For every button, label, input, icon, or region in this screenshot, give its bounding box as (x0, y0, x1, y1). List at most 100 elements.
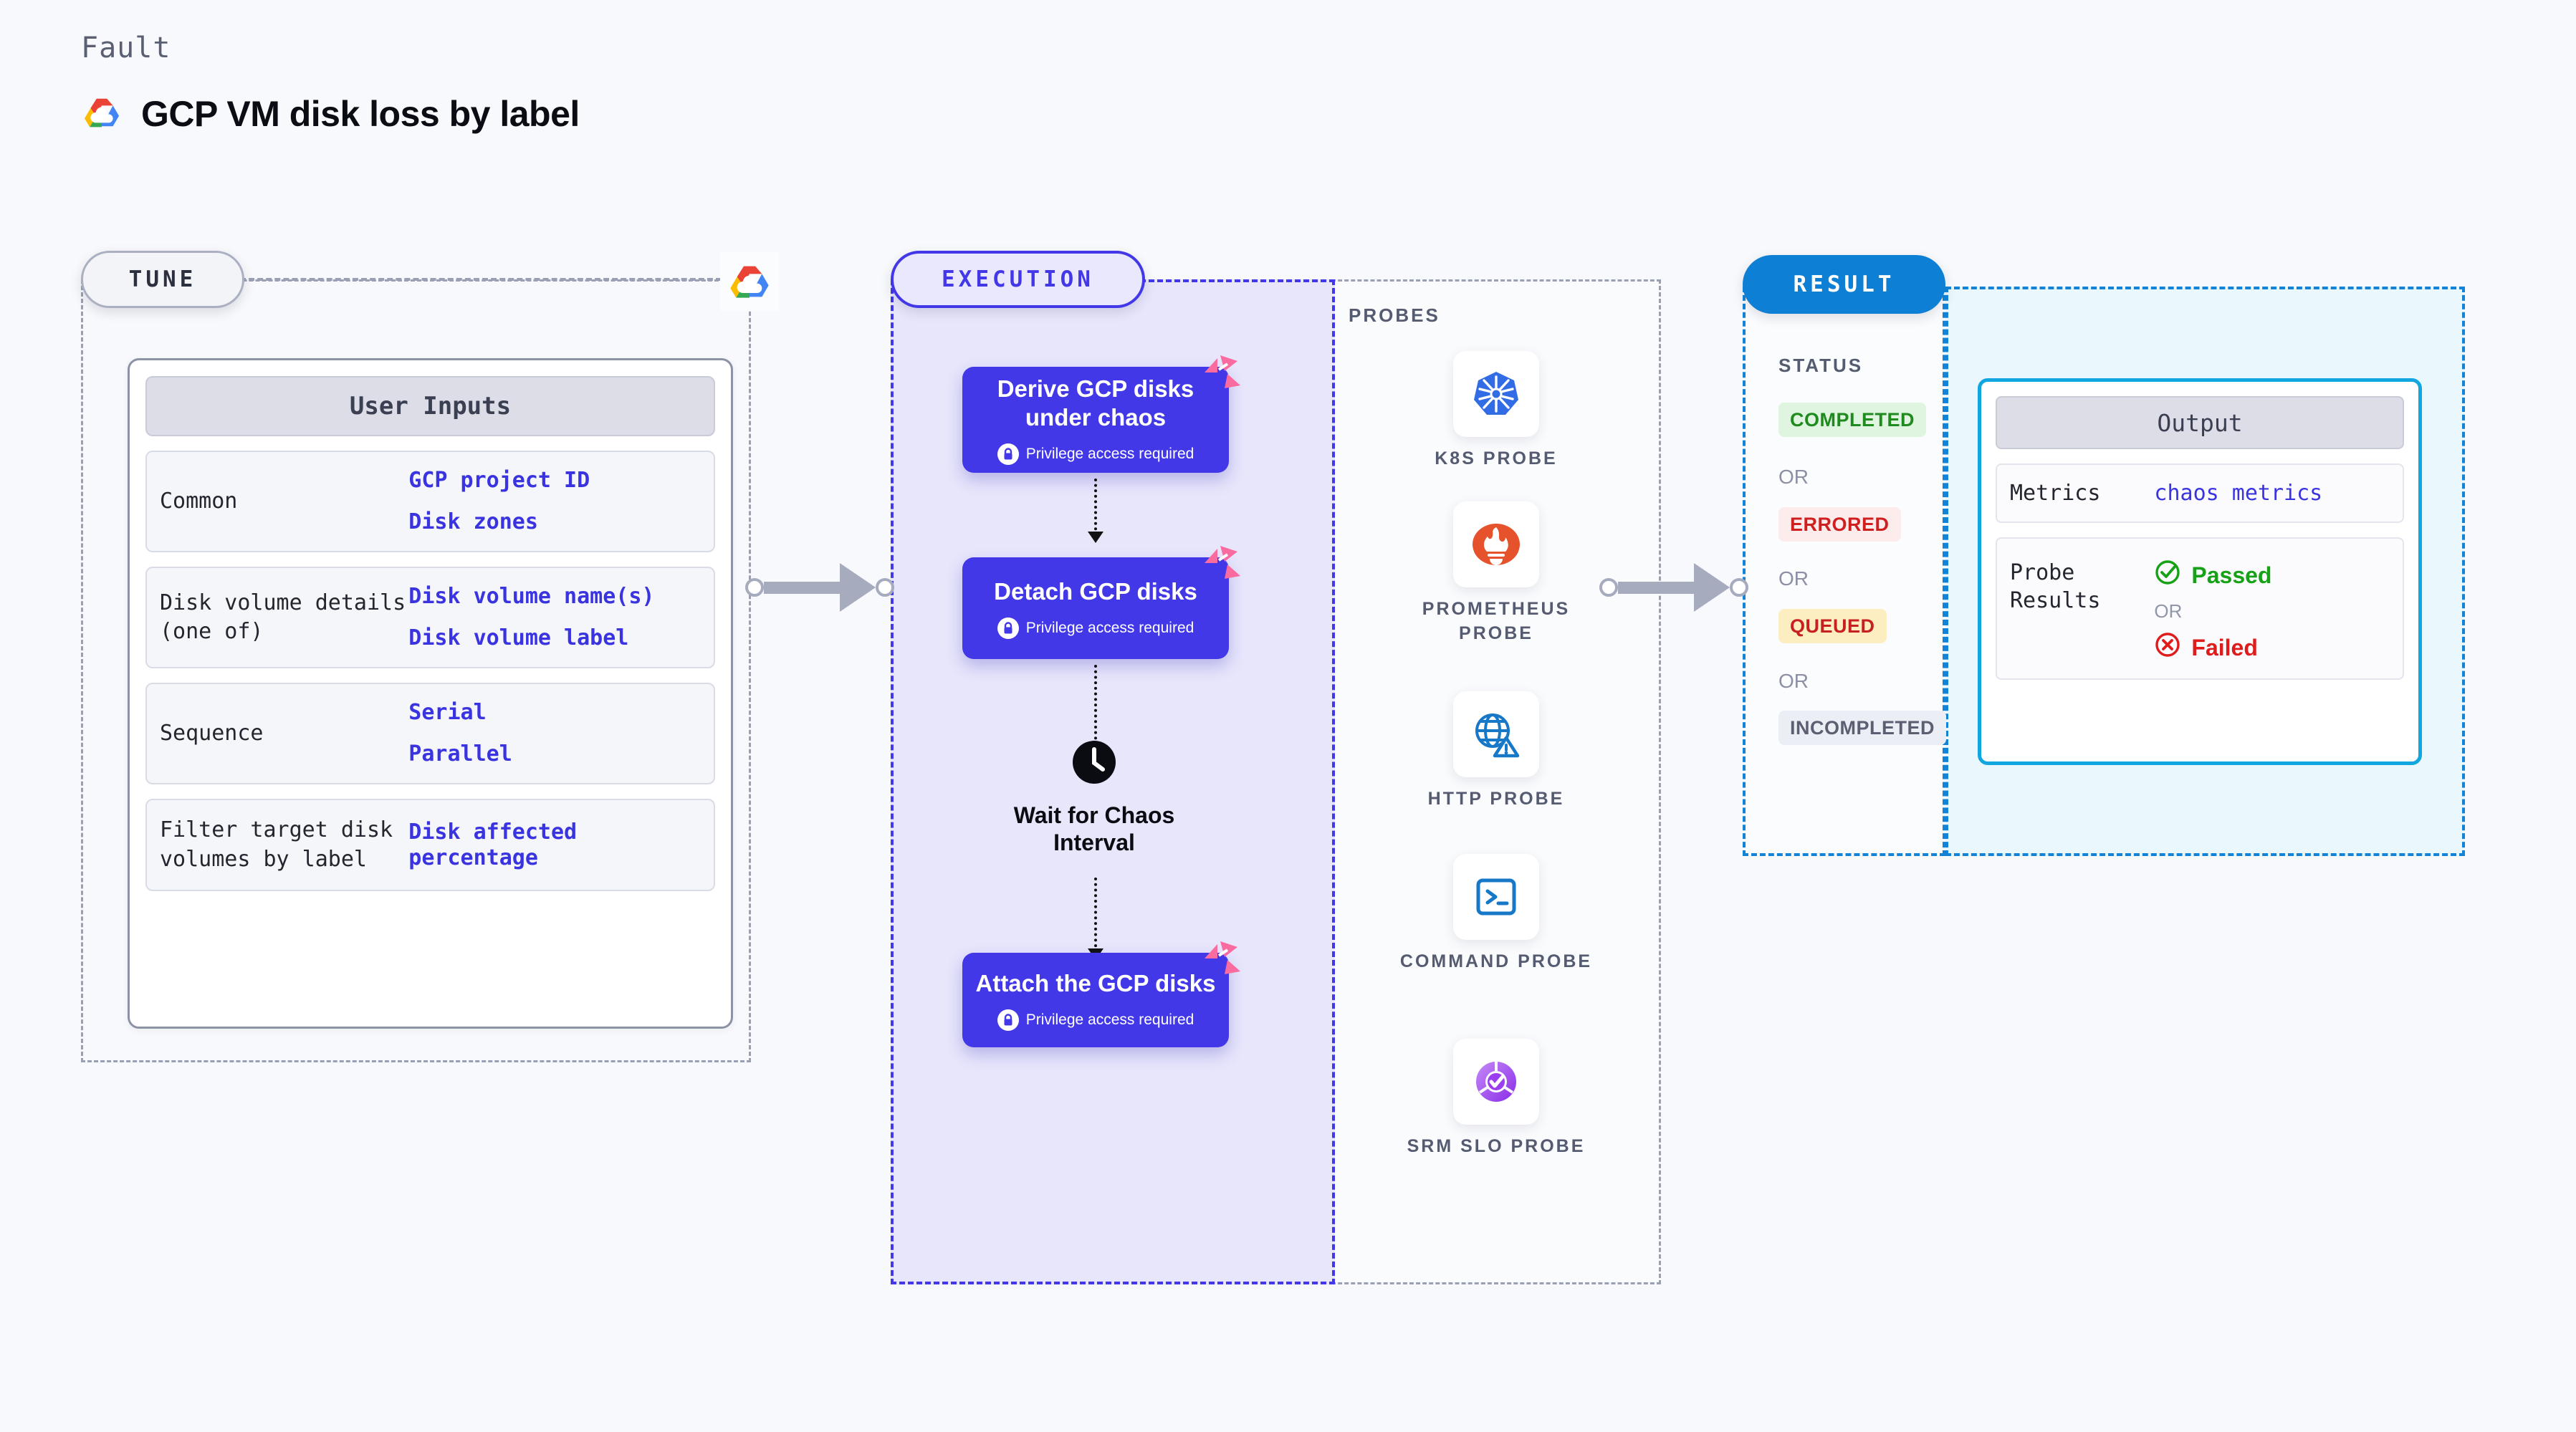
connector-end-dot (1730, 578, 1748, 597)
tune-row-value[interactable]: Disk volume name(s) (408, 584, 655, 609)
execution-node-title: Wait for Chaos Interval (1013, 802, 1175, 856)
execution-node-privilege-text: Privilege access required (1025, 445, 1194, 462)
probe-result-failed: Failed (2154, 631, 2271, 664)
execution-node-detach-gcp-disks[interactable]: Detach GCP disks Privilege access requir… (962, 546, 1240, 659)
probe-label: SRM SLO PROBE (1407, 1136, 1586, 1156)
terminal-icon (1453, 854, 1539, 940)
probe-label: HTTP PROBE (1427, 789, 1565, 809)
execution-node-wait-for-chaos-interval[interactable]: Wait for Chaos Interval (987, 738, 1202, 857)
tune-row-common[interactable]: Common GCP project ID Disk zones (145, 451, 715, 552)
user-inputs-card: User Inputs Common GCP project ID Disk z… (128, 358, 733, 1029)
status-section-label: STATUS (1778, 355, 1864, 376)
tune-row-value[interactable]: GCP project ID (408, 468, 590, 493)
execution-node-title: Derive GCP disks under chaos (997, 375, 1194, 431)
probe-result-or: OR (2154, 600, 2183, 622)
output-row-probe-results: Probe Results Passed OR (1996, 537, 2404, 680)
tune-row-key: Filter target disk volumes by label (160, 817, 393, 872)
execution-connector-1-arrow (1088, 532, 1103, 543)
gcp-logo-icon (81, 95, 123, 133)
tune-row-value[interactable]: Disk volume label (408, 625, 629, 650)
tune-row-key: Common (160, 488, 238, 514)
tune-row-key: Sequence (160, 720, 264, 746)
execution-node-privilege: Privilege access required (997, 617, 1194, 639)
probe-prometheus[interactable]: PROMETHEUS PROBE (1389, 501, 1604, 646)
output-probe-results-key: Probe Results (2010, 560, 2101, 613)
prometheus-icon (1453, 501, 1539, 587)
probe-srm-slo[interactable]: SRM SLO PROBE (1389, 1039, 1604, 1159)
execution-stage-pill[interactable]: EXECUTION (891, 251, 1145, 308)
connector-arrowhead (1694, 563, 1730, 612)
probe-label: COMMAND PROBE (1399, 951, 1593, 971)
lock-icon (997, 443, 1019, 465)
status-or-1: OR (1778, 466, 1809, 488)
output-card: Output Metrics chaos metrics Probe Resul… (1978, 378, 2422, 765)
probes-section-label: PROBES (1349, 304, 1440, 326)
execution-node-title: Attach the GCP disks (975, 970, 1216, 997)
tune-row-value[interactable]: Serial (408, 700, 487, 725)
connector-start-dot (1599, 578, 1618, 597)
probe-label: K8S PROBE (1435, 448, 1558, 468)
tune-row-sequence[interactable]: Sequence Serial Parallel (145, 683, 715, 784)
tune-gcp-logo-icon (720, 252, 779, 311)
status-badge-incompleted: INCOMPLETED (1778, 711, 1947, 745)
tune-row-value[interactable]: Disk zones (408, 509, 538, 534)
chaos-badge-icon (1200, 544, 1242, 582)
chaos-badge-icon (1200, 940, 1242, 977)
tune-stage-pill[interactable]: TUNE (81, 251, 244, 308)
tune-row-key: Disk volume details (one of) (160, 590, 406, 645)
probe-result-passed-label: Passed (2191, 562, 2272, 588)
status-badge-completed: COMPLETED (1778, 403, 1927, 437)
output-row-metrics[interactable]: Metrics chaos metrics (1996, 463, 2404, 523)
output-metrics-value[interactable]: chaos metrics (2154, 481, 2323, 506)
output-metrics-key: Metrics (2010, 481, 2101, 506)
tune-row-filter-target[interactable]: Filter target disk volumes by label Disk… (145, 799, 715, 891)
connector-arrowhead (840, 563, 876, 612)
probe-k8s[interactable]: K8S PROBE (1389, 351, 1604, 471)
execution-connector-2 (1094, 665, 1097, 751)
check-circle-icon (2154, 559, 2181, 592)
lock-icon (997, 1009, 1019, 1031)
execution-node-derive-gcp-disks[interactable]: Derive GCP disks under chaos Privilege a… (962, 355, 1240, 473)
connector-bar (764, 581, 840, 594)
execution-node-privilege: Privilege access required (997, 1009, 1194, 1031)
probe-label: PROMETHEUS PROBE (1422, 599, 1571, 643)
connector-start-dot (745, 578, 764, 597)
chaos-badge-icon (1200, 354, 1242, 391)
srm-slo-icon (1453, 1039, 1539, 1125)
execution-connector-1 (1094, 479, 1097, 536)
execution-connector-3 (1094, 878, 1097, 953)
status-badge-queued: QUEUED (1778, 609, 1887, 643)
execution-node-attach-the-gcp-disks[interactable]: Attach the GCP disks Privilege access re… (962, 941, 1240, 1047)
lock-icon (997, 617, 1019, 639)
kubernetes-icon (1453, 351, 1539, 437)
result-status-panel (1743, 287, 1945, 856)
http-globe-warning-icon (1453, 691, 1539, 777)
probe-result-failed-label: Failed (2191, 634, 2258, 660)
clock-icon (1070, 738, 1119, 790)
tune-row-value[interactable]: Disk affected percentage (408, 819, 578, 870)
connector-bar (1618, 581, 1694, 594)
status-badge-errored: ERRORED (1778, 507, 1901, 542)
output-card-title: Output (1996, 396, 2404, 449)
probe-http[interactable]: HTTP PROBE (1389, 691, 1604, 812)
execution-node-privilege-text: Privilege access required (1025, 619, 1194, 636)
user-inputs-title: User Inputs (145, 376, 715, 436)
probe-command[interactable]: COMMAND PROBE (1389, 854, 1604, 974)
execution-node-title: Detach GCP disks (994, 578, 1197, 605)
status-or-3: OR (1778, 670, 1809, 692)
tune-top-dashed-line (240, 278, 722, 281)
connector-execution-to-result (1599, 563, 1748, 612)
connector-tune-to-execution (745, 563, 894, 612)
probe-result-passed: Passed (2154, 559, 2271, 592)
result-stage-pill[interactable]: RESULT (1743, 255, 1945, 314)
execution-node-privilege-text: Privilege access required (1025, 1011, 1194, 1028)
page-title: GCP VM disk loss by label (81, 93, 580, 135)
execution-node-privilege: Privilege access required (997, 443, 1194, 465)
tune-row-disk-volume-details[interactable]: Disk volume details (one of) Disk volume… (145, 567, 715, 668)
page-title-text: GCP VM disk loss by label (141, 94, 580, 134)
tune-row-value[interactable]: Parallel (408, 741, 512, 767)
status-or-2: OR (1778, 567, 1809, 590)
connector-end-dot (876, 578, 894, 597)
fault-kicker: Fault (81, 32, 171, 64)
